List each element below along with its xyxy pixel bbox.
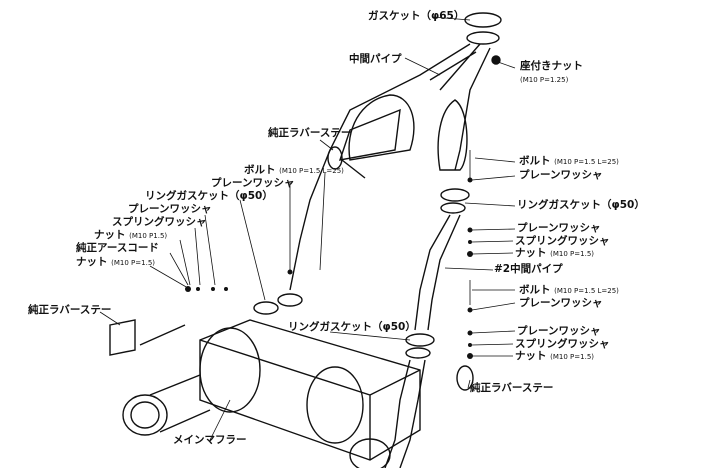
spec-text: (M10 P=1.5) [550,250,595,258]
rubber-stay-right [456,365,474,391]
label-seat-nut: 座付きナット [520,60,583,72]
label-nut-r1: ナット (M10 P=1.5) [515,247,594,260]
label-nut-r2: ナット (M10 P=1.5) [515,350,594,363]
tail-tip-right [349,438,391,468]
spec-text: (M10 P=1.5) [550,353,595,361]
label-text: ナット [515,247,547,259]
label-spring-washer-r1: スプリングワッシャ [515,235,610,247]
spec-text: (M10 P=1.5) [111,259,156,267]
hardware-dots [185,177,473,359]
label-mid-pipe: 中間パイプ [349,53,402,65]
spec-text: (M10 P1.5) [129,232,168,240]
rubber-stay-left [109,319,136,356]
label-earth-cord: 純正アースコード [76,242,159,254]
spec-text: (M10 P=1.5 L=25) [554,287,619,295]
spec-text: (M10 P=1.25) [520,76,569,84]
label-seat-nut-spec: (M10 P=1.25) [520,73,568,86]
label-plain-washer-r1: プレーンワッシャ [519,169,603,181]
label-text: ナット [94,229,126,241]
label-nut-l2: ナット (M10 P=1.5) [76,256,155,269]
label-text: ボルト [519,155,551,167]
tail-tip-left [122,394,168,436]
label-spring-washer-l: スプリングワッシャ [112,216,207,228]
label-bolt-r1: ボルト (M10 P=1.5 L=25) [519,155,619,168]
label-plain-washer-r3: プレーンワッシャ [519,297,603,309]
label-ring-gasket-l2: リングガスケット（φ50） [288,321,416,333]
label-plain-washer-r4: プレーンワッシャ [517,325,601,337]
label-text: ナット [515,350,547,362]
label-text: ボルト [244,164,276,176]
label-rubber-stay-left: 純正ラバーステー [28,304,112,316]
label-plain-washer-l2: プレーンワッシャ [128,203,212,215]
mid-pipe-2 [414,214,461,331]
resonator-left [338,108,401,161]
label-gasket-65: ガスケット（φ65） [368,10,465,22]
label-text: ナット [76,256,108,268]
label-rubber-stay-top: 純正ラバーステー [268,127,352,139]
label-plain-washer-l1: プレーンワッシャ [211,177,295,189]
label-text: ボルト [519,284,551,296]
label-bolt-r2: ボルト (M10 P=1.5 L=25) [519,284,619,297]
spec-text: (M10 P=1.5 L=25) [554,158,619,166]
label-bolt-left: ボルト (M10 P=1.5 L=25) [244,164,344,177]
spec-text: (M10 P=1.5 L=25) [279,167,344,175]
main-muffler [199,319,421,461]
label-nut-l1: ナット (M10 P1.5) [94,229,167,242]
resonator-right [437,99,468,171]
rubber-stay-top [327,146,343,170]
label-ring-gasket-l1: リングガスケット（φ50） [145,190,273,202]
label-ring-gasket-r: リングガスケット（φ50） [517,199,645,211]
leader-lines [99,16,516,441]
label-spring-washer-r2: スプリングワッシャ [515,338,610,350]
seat-nut [491,55,501,65]
label-plain-washer-r2: プレーンワッシャ [517,222,601,234]
gasket-65 [464,12,502,28]
label-rubber-stay-right: 純正ラバーステー [470,382,554,394]
label-main-muffler: メインマフラー [173,434,247,446]
label-mid-pipe-2: #2中間パイプ [494,263,563,275]
